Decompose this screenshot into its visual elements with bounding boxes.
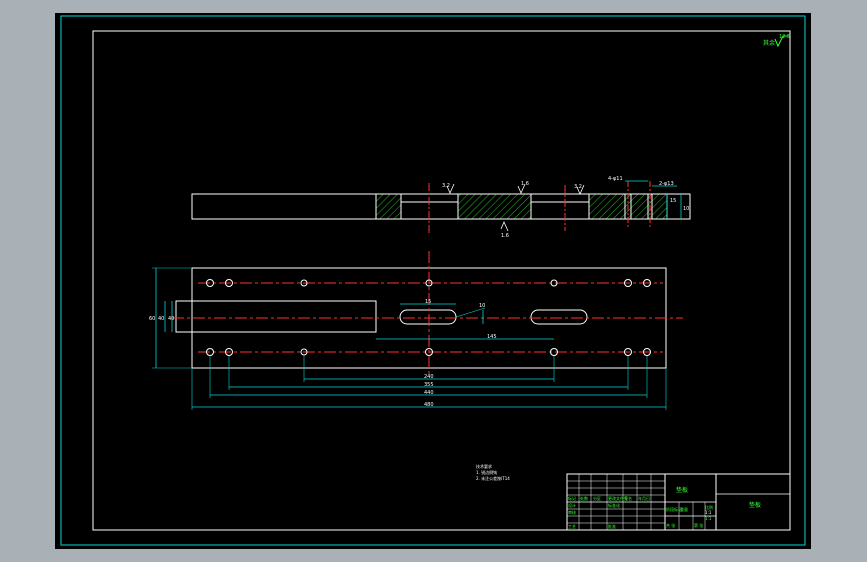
title-block-cell-title_block-r2-5: 重量 [680,506,688,512]
holes-top-row [206,279,651,287]
title-block-cell-title_block-r1-2: 分区 [593,495,601,501]
section-view: 3.2 1.6 3.2 1.6 4-φ11 2-φ13 15 10 [191,176,691,239]
title-block-cell-title_block-r2-0: 设计 [568,502,576,508]
plan-dim-d9: 440 [424,390,434,396]
plan-dim-d8: 355 [424,382,434,388]
title-block-cell-title_block-r1-0: 标记 [568,495,576,501]
technical-notes: 技术要求 1. 锐边倒钝 2. 未注公差按IT14 [476,463,510,481]
tech-note-2: 1. 锐边倒钝 [476,469,497,475]
hatch-area-1 [375,193,402,220]
title-block-cell-title_block-r4-5: 第 张 [694,522,703,528]
holes-bottom-row [206,348,651,356]
plan-dim-d6: 10 [479,303,485,309]
plan-dim-d2: 40 [158,316,164,322]
title-block-cell-title_block-r3-6: 1:1 [705,516,712,521]
title-block-cell-title_block-r4-0: 工艺 [568,524,576,529]
title-block-cell-title_block-r2-6: 比例 [705,504,713,510]
title-block-cell-title_block-r1-5: 年月日 [638,495,650,501]
title-drawing-no: 垫板 [749,501,761,509]
surface-finish-note: 其余 12.5 [763,34,790,48]
title-part-name: 垫板 [676,486,688,494]
title-block-cell-title_block-r2-2: 标准化 [608,502,620,508]
title-block: 垫板 垫板 1:1 标记 处数 分区 更改文件号 签名 年月日 设计 标准化 阶… [566,473,791,531]
right-slot [530,309,588,325]
hatch-area-2 [457,193,532,220]
section-note-right: 3.2 [574,184,582,190]
surface-finish-icon [774,35,789,48]
surface-finish-value: 12.5 [779,34,790,40]
right-dim-c: 15 [670,198,676,204]
plan-view: 60 40 40 15 10 145 240 355 440 480 [149,251,683,410]
plan-dim-d10: 480 [424,402,434,408]
middle-slot [399,309,457,325]
title-block-cell-title_block-r4-2: 批准 [608,523,616,529]
tech-note-1: 技术要求 [476,463,492,469]
plan-dim-d7: 240 [424,374,434,380]
title-block-cell-title_block-r2-4: 阶段标记 [666,506,682,512]
drawing-canvas[interactable]: 其余 12.5 3.2 1.6 3.2 1.6 4-φ11 2-φ13 15 [55,13,811,549]
right-dim-b: 2-φ13 [659,181,674,187]
inner-frame [92,30,791,531]
section-note-left: 3.2 [442,183,450,189]
plan-dim-d4: 15 [425,299,431,305]
plan-dim-d3: 40 [168,316,174,322]
title-block-cell-title_block-r1-3: 更改文件号 [608,495,628,501]
surface-finish-prefix: 其余 [763,39,775,47]
section-outline [191,193,691,220]
left-slot [175,300,377,333]
title-block-cell-title_block-r4-4: 共 张 [666,522,675,528]
cad-drawing-window[interactable]: 其余 12.5 3.2 1.6 3.2 1.6 4-φ11 2-φ13 15 [55,13,811,549]
plan-dim-d5: 145 [487,334,497,340]
title-block-cell-title_block-r1-1: 处数 [580,495,588,501]
section-note-middle: 1.6 [521,181,529,187]
section-note-bottom: 1.6 [501,233,509,239]
outer-frame [60,15,806,546]
title-block-cell-title_block-r1-4: 签名 [624,495,632,501]
plan-dim-d1: 60 [149,316,155,322]
title-block-cell-title_block-r3-0: 审核 [568,509,576,515]
right-dim-d: 10 [683,206,689,212]
right-dim-a: 4-φ11 [608,176,623,182]
tech-note-3: 2. 未注公差按IT14 [476,475,510,481]
title-scale: 1:1 [705,510,712,515]
